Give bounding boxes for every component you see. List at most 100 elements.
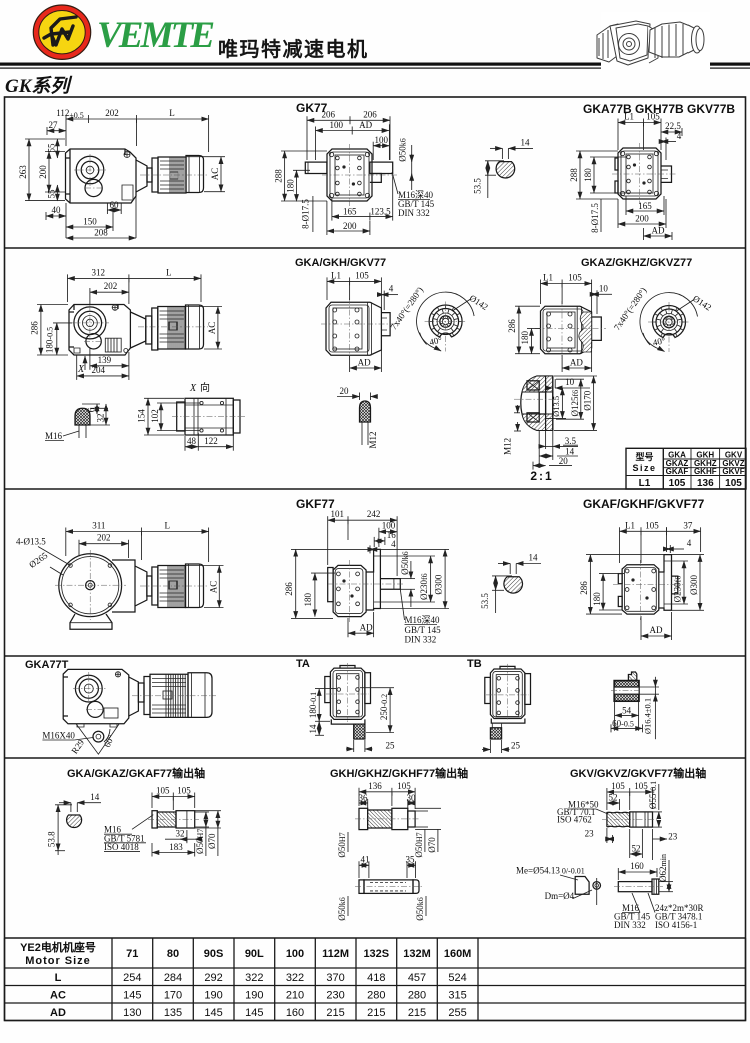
svg-text:Ø16.4±0.1: Ø16.4±0.1 xyxy=(643,698,653,734)
svg-text:14: 14 xyxy=(308,724,318,734)
svg-text:160: 160 xyxy=(630,861,644,871)
svg-text:200: 200 xyxy=(343,221,357,231)
svg-text:160M: 160M xyxy=(444,948,472,960)
svg-text:165: 165 xyxy=(343,207,357,217)
svg-text:55: 55 xyxy=(46,143,56,153)
svg-text:183: 183 xyxy=(169,842,183,852)
svg-text:280: 280 xyxy=(408,990,426,1002)
svg-text:10: 10 xyxy=(565,377,575,387)
svg-text:L: L xyxy=(55,972,62,984)
svg-text:90L: 90L xyxy=(245,948,264,960)
svg-text:GB/T 70.1: GB/T 70.1 xyxy=(557,807,595,817)
svg-text:14: 14 xyxy=(521,138,531,148)
svg-text:GKVF: GKVF xyxy=(722,467,744,476)
svg-text:71: 71 xyxy=(126,948,138,960)
svg-text:Ø50k6: Ø50k6 xyxy=(397,138,407,162)
svg-text:53.8: 53.8 xyxy=(47,831,57,847)
svg-text:GKAZ/GKHZ/GKVZ77: GKAZ/GKHZ/GKVZ77 xyxy=(581,257,692,269)
svg-text:4: 4 xyxy=(677,131,682,141)
svg-text:ISO 4762: ISO 4762 xyxy=(557,815,592,825)
svg-text:AC: AC xyxy=(207,322,217,335)
svg-text:105: 105 xyxy=(725,478,742,489)
svg-text:唯玛特减速电机: 唯玛特减速电机 xyxy=(218,37,369,61)
svg-text:Ø50H7: Ø50H7 xyxy=(414,832,424,857)
svg-text:54: 54 xyxy=(622,706,632,716)
svg-text:180: 180 xyxy=(286,179,296,193)
svg-text:16: 16 xyxy=(387,530,397,540)
svg-text:202: 202 xyxy=(105,108,119,118)
svg-text:286: 286 xyxy=(507,319,517,333)
svg-text:GKA: GKA xyxy=(668,450,686,459)
svg-text:YE2电机机座号: YE2电机机座号 xyxy=(20,940,96,954)
svg-text:112±0.5: 112±0.5 xyxy=(56,108,84,120)
svg-text:190: 190 xyxy=(245,990,263,1002)
svg-text:M16深40: M16深40 xyxy=(398,190,434,200)
svg-text:122: 122 xyxy=(204,436,218,446)
svg-text:Ø62min: Ø62min xyxy=(658,854,668,882)
svg-text:230: 230 xyxy=(326,990,344,1002)
svg-text:200: 200 xyxy=(635,214,649,224)
svg-text:145: 145 xyxy=(123,990,141,1002)
svg-text:242: 242 xyxy=(367,509,381,519)
svg-text:GKA77T: GKA77T xyxy=(25,659,69,671)
svg-text:105: 105 xyxy=(669,478,686,489)
svg-text:80: 80 xyxy=(167,948,179,960)
svg-text:Ø170: Ø170 xyxy=(583,390,593,410)
svg-text:180: 180 xyxy=(520,330,530,344)
svg-text:GKAF: GKAF xyxy=(666,467,689,476)
svg-text:284: 284 xyxy=(164,972,182,984)
svg-text:GKHF: GKHF xyxy=(694,467,717,476)
svg-text:24z*2m*30R: 24z*2m*30R xyxy=(655,903,704,913)
svg-text:20: 20 xyxy=(340,386,350,396)
svg-text:100: 100 xyxy=(286,948,304,960)
svg-text:132S: 132S xyxy=(363,948,389,960)
svg-text:105: 105 xyxy=(156,786,170,796)
svg-text:145: 145 xyxy=(204,1007,222,1019)
svg-text:Ø142: Ø142 xyxy=(691,293,713,312)
svg-text:M16: M16 xyxy=(45,431,63,441)
svg-text:23: 23 xyxy=(585,829,595,839)
svg-text:37: 37 xyxy=(683,520,693,530)
svg-text:GKVZ: GKVZ xyxy=(722,459,744,468)
svg-text:AD: AD xyxy=(650,625,663,635)
svg-text:Ø50H7: Ø50H7 xyxy=(337,832,347,857)
svg-text:6: 6 xyxy=(87,407,97,412)
svg-text:10: 10 xyxy=(599,283,609,293)
svg-text:Size: Size xyxy=(632,463,656,473)
svg-text:136: 136 xyxy=(697,478,714,489)
svg-text:32: 32 xyxy=(176,829,185,839)
svg-text:200: 200 xyxy=(38,165,48,179)
svg-text:60°: 60° xyxy=(102,733,117,749)
svg-text:20: 20 xyxy=(559,456,569,466)
svg-text:139: 139 xyxy=(98,355,112,365)
svg-text:VEMTE: VEMTE xyxy=(97,15,215,56)
svg-text:14: 14 xyxy=(90,792,100,802)
svg-text:M12: M12 xyxy=(502,438,512,455)
svg-text:315: 315 xyxy=(448,990,466,1002)
svg-text:GKA/GKAZ/GKAF77输出轴: GKA/GKAZ/GKAF77输出轴 xyxy=(67,766,205,780)
svg-text:DIN 332: DIN 332 xyxy=(405,635,437,645)
svg-text:30: 30 xyxy=(407,793,417,803)
svg-text:112M: 112M xyxy=(322,948,349,960)
svg-text:14: 14 xyxy=(529,553,539,563)
svg-text:25: 25 xyxy=(386,741,396,751)
svg-text:48: 48 xyxy=(187,436,197,446)
svg-text:ISO 4018: ISO 4018 xyxy=(104,842,139,852)
svg-text:Ø70: Ø70 xyxy=(427,837,437,853)
svg-text:105: 105 xyxy=(177,786,191,796)
svg-text:Ø55-0.1: Ø55-0.1 xyxy=(648,781,658,809)
svg-text:154: 154 xyxy=(137,409,147,423)
svg-text:Ø230f6: Ø230f6 xyxy=(419,573,429,600)
svg-text:41: 41 xyxy=(361,855,370,865)
svg-text:GKA/GKH/GKV77: GKA/GKH/GKV77 xyxy=(295,257,386,269)
svg-text:AC: AC xyxy=(50,990,66,1002)
svg-text:GKH: GKH xyxy=(696,450,714,459)
svg-text:263: 263 xyxy=(18,165,28,179)
svg-text:105: 105 xyxy=(646,112,660,122)
svg-text:60-0.5: 60-0.5 xyxy=(612,719,634,729)
svg-text:Ø125f6: Ø125f6 xyxy=(570,390,580,417)
svg-text:Ø265: Ø265 xyxy=(27,550,50,570)
svg-text:280: 280 xyxy=(367,990,385,1002)
svg-text:TB: TB xyxy=(467,658,482,670)
svg-text:L1: L1 xyxy=(624,112,634,122)
